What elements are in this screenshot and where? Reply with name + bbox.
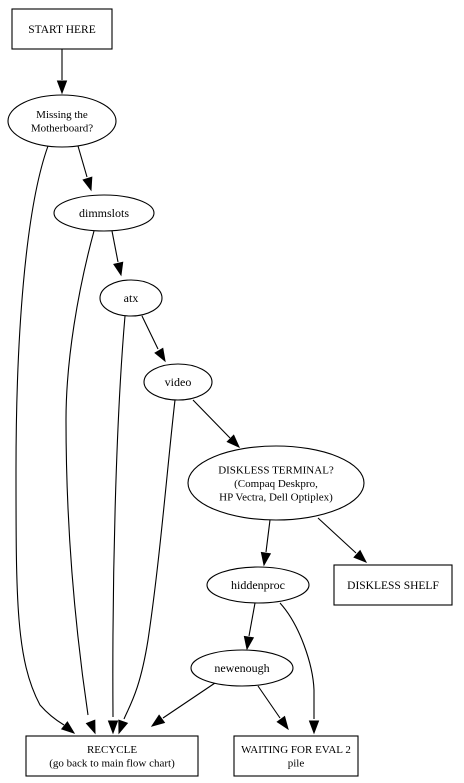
- node-label: newenough: [214, 661, 269, 675]
- node-start: START HERE: [11, 8, 113, 50]
- arrowhead: [226, 434, 241, 449]
- arrowhead: [154, 347, 166, 363]
- edge-line: [77, 145, 88, 178]
- edge-hiddenproc-to-waiting: [279, 602, 320, 735]
- node-label: WAITING FOR EVAL 2: [241, 744, 351, 756]
- arrowhead: [243, 635, 255, 651]
- edge-newenough-to-recycle: [150, 682, 216, 727]
- node-ellipse: [53, 194, 155, 232]
- edge-missing-to-dimmslots: [77, 145, 93, 192]
- edge-line: [257, 685, 281, 719]
- arrowhead: [56, 80, 68, 95]
- edge-diskless-to-hiddenproc: [260, 519, 272, 567]
- edge-missing-to-recycle: [15, 145, 76, 734]
- arrowhead: [353, 549, 368, 563]
- node-label: Motherboard?: [31, 123, 93, 135]
- node-label: DISKLESS SHELF: [347, 580, 439, 592]
- edges-layer: [15, 49, 368, 735]
- edge-start-to-missing: [56, 49, 68, 95]
- node-ellipse: [190, 649, 294, 687]
- node-label: pile: [288, 758, 305, 770]
- node-ellipse: [7, 94, 117, 148]
- edge-newenough-to-waiting: [257, 685, 289, 731]
- edge-line: [162, 682, 216, 719]
- arrowhead: [85, 719, 96, 735]
- edge-hiddenproc-to-newenough: [243, 602, 256, 651]
- edge-line: [15, 145, 65, 726]
- node-diskless-shelf: DISKLESS SHELF: [333, 564, 453, 606]
- arrowhead: [260, 551, 272, 567]
- edge-dimmslots-to-recycle: [65, 230, 96, 735]
- node-label: hiddenproc: [231, 578, 285, 592]
- node-label: DISKLESS TERMINAL?: [218, 464, 334, 476]
- node-newenough: newenough: [190, 649, 294, 687]
- arrowhead: [60, 721, 76, 734]
- node-recycle: RECYCLE (go back to main flow chart): [25, 735, 199, 777]
- node-ellipse: [206, 566, 310, 604]
- node-label: HP Vectra, Dell Optiplex): [219, 491, 333, 503]
- node-box: [333, 564, 453, 606]
- node-label: video: [165, 375, 192, 389]
- node-diskless: DISKLESS TERMINAL? (Compaq Deskpro,HP Vec…: [187, 445, 365, 521]
- edge-line: [141, 315, 159, 350]
- node-label: (go back to main flow chart): [49, 758, 175, 770]
- edge-atx-to-video: [141, 315, 166, 363]
- edge-line: [192, 399, 231, 439]
- node-box: [25, 735, 199, 777]
- edge-diskless-to-diskless_shelf: [317, 517, 368, 563]
- node-atx: atx: [99, 279, 163, 317]
- node-video: video: [143, 363, 213, 401]
- arrowhead: [308, 720, 320, 735]
- edge-dimmslots-to-atx: [111, 230, 124, 277]
- node-ellipse: [143, 363, 213, 401]
- node-label: atx: [124, 291, 139, 305]
- node-dimmslots: dimmslots: [53, 194, 155, 232]
- node-label: Missing the: [36, 109, 88, 121]
- edge-line: [112, 315, 126, 718]
- edge-line: [111, 230, 119, 263]
- node-box: [11, 8, 113, 50]
- node-box: [233, 735, 359, 777]
- edge-video-to-recycle: [118, 399, 176, 735]
- node-waiting: WAITING FOR EVAL 2 pile: [233, 735, 359, 777]
- node-label: dimmslots: [79, 206, 129, 220]
- arrowhead: [118, 719, 129, 735]
- node-label: (Compaq Deskpro,: [234, 478, 318, 490]
- node-ellipse: [99, 279, 163, 317]
- arrowhead: [150, 714, 166, 727]
- edge-atx-to-recycle: [107, 315, 126, 735]
- edge-line: [65, 230, 95, 716]
- node-label: RECYCLE: [87, 744, 137, 756]
- edge-line: [279, 602, 315, 719]
- edge-line: [317, 517, 357, 554]
- node-ellipse: [187, 445, 365, 521]
- arrowhead: [113, 261, 124, 277]
- node-label: START HERE: [28, 24, 96, 36]
- arrowhead: [107, 720, 119, 735]
- arrowhead: [276, 715, 289, 731]
- edge-line: [265, 519, 271, 553]
- node-hiddenproc: hiddenproc: [206, 566, 310, 604]
- edge-line: [123, 399, 176, 720]
- edge-line: [248, 602, 256, 637]
- edge-video-to-diskless: [192, 399, 241, 449]
- arrowhead: [82, 176, 93, 192]
